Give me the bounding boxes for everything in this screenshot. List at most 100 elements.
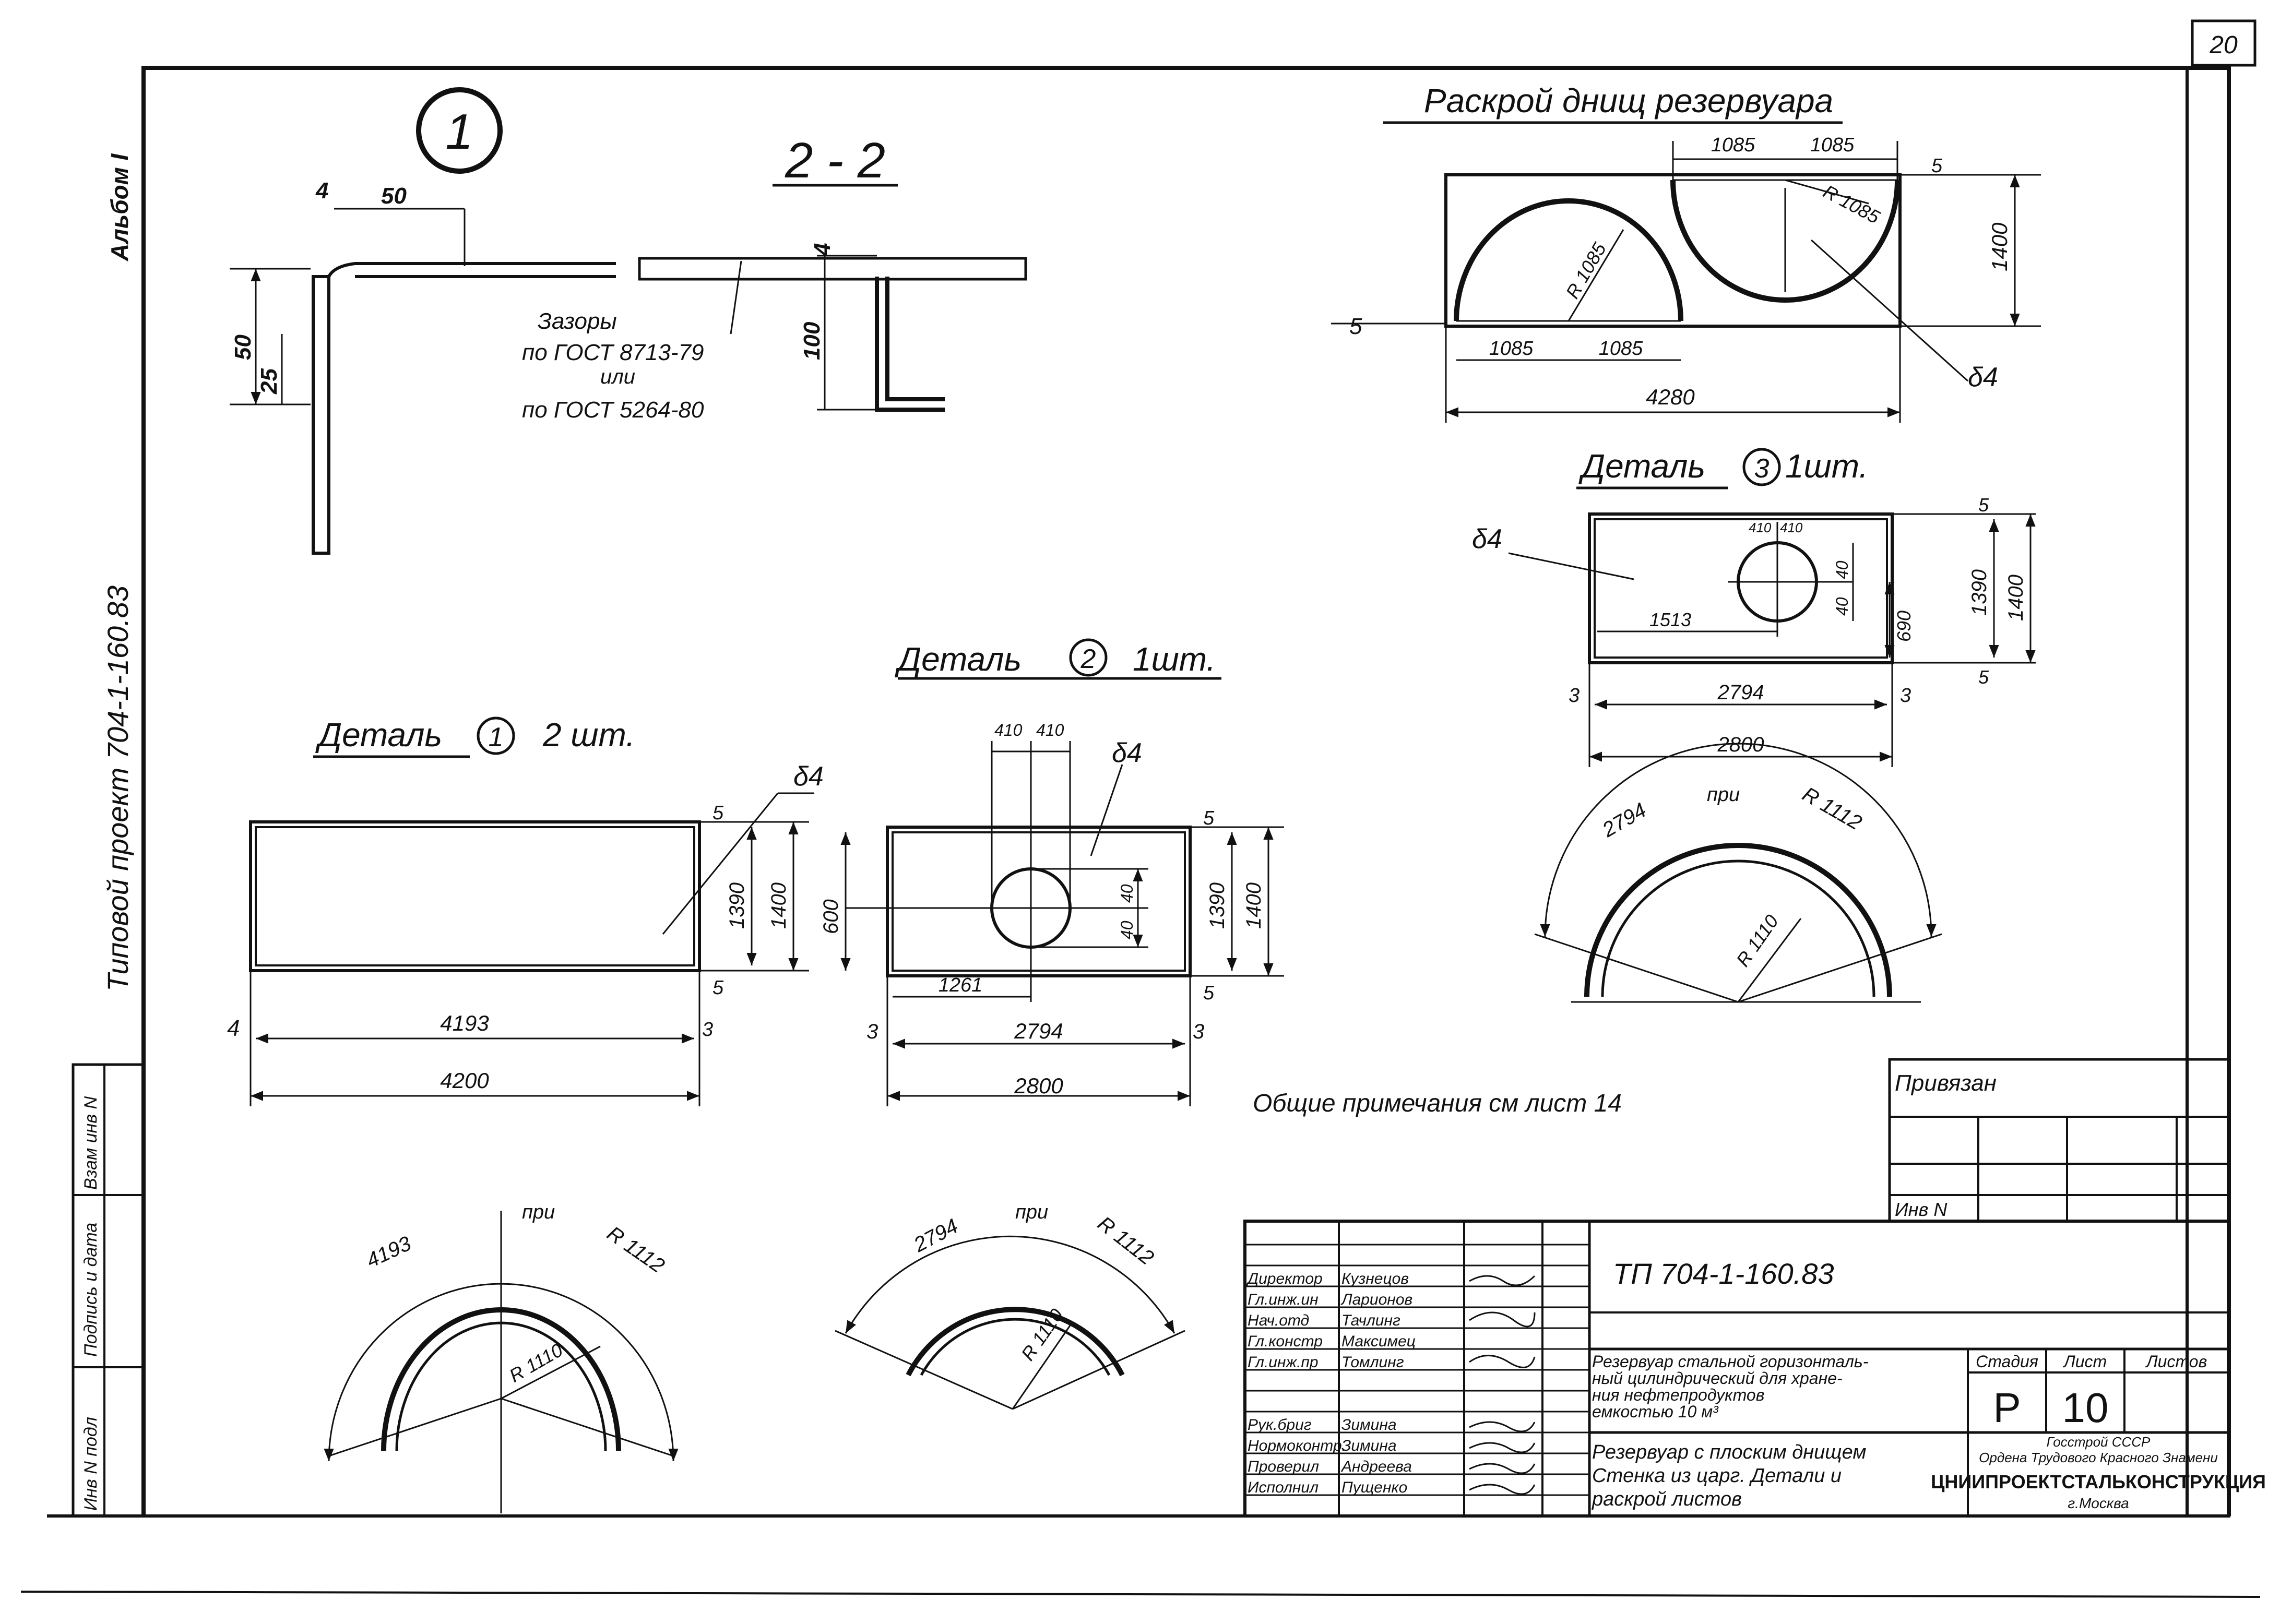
detail2-dim-2794: 2794 (1014, 1019, 1063, 1043)
role-1: Гл.инж.ин (1248, 1291, 1319, 1308)
stamp-signature-date: Подпись и дата (81, 1223, 101, 1357)
detail2-dim-edge-right: 3 (1193, 1020, 1204, 1043)
project-label: Типовой проект 704-1-160.83 (101, 586, 134, 992)
dim-4-right: 4 (810, 243, 835, 256)
detail1-dim-gap-bottom: 5 (712, 977, 724, 999)
header-stage: Стадия (1976, 1352, 2038, 1371)
cut-dim-bottom-1: 1085 (1489, 338, 1534, 360)
sheet-number: 20 (2209, 31, 2238, 59)
cut-dim-top-1: 1085 (1711, 134, 1755, 156)
arc1-chord: 4193 (363, 1232, 414, 1272)
detail1-dim-edge-right: 3 (702, 1019, 713, 1041)
cut-dim-gap-top: 5 (1931, 155, 1943, 177)
dim-4-left: 4 (315, 178, 328, 204)
arc-detail-2: 2794 при R 1112 R 1110 (835, 1201, 1185, 1410)
stamp-inv-podl: Инв N подл (81, 1417, 101, 1511)
name-0: Кузнецов (1341, 1270, 1409, 1287)
description-line-1: Резервуар стальной горизонталь- (1592, 1352, 1868, 1371)
name-2: Тачлинг (1341, 1312, 1400, 1329)
arc3-chord: 2794 (1598, 798, 1650, 842)
detail1-dim-1400: 1400 (767, 882, 790, 929)
binding-title: Привязан (1895, 1070, 1997, 1096)
detail1-dim-4193: 4193 (440, 1011, 489, 1035)
margin-stamp: Инв N подл Подпись и дата Взам инв N (72, 1063, 145, 1518)
detail3-dim-1390: 1390 (1968, 569, 1991, 616)
cut-dim-gap-left: 5 (1349, 314, 1362, 339)
detail2-number: 2 (1080, 644, 1096, 674)
description-line-3: ния нефтепродуктов (1592, 1386, 1764, 1404)
cut-dim-radius-right: R 1085 (1820, 181, 1884, 228)
role-5: Рук.бриг (1248, 1416, 1312, 1434)
name-8: Пущенко (1341, 1479, 1407, 1496)
section-2-2: 2 - 2 4 50 50 25 4 100 Зазоры по ГОСТ 87… (230, 133, 1027, 555)
detail3-dim-690: 690 (1893, 611, 1915, 642)
role-0: Директор (1246, 1270, 1323, 1287)
org-line-3: ЦНИИПРОЕКТСТАЛЬКОНСТРУКЦИЯ (1931, 1471, 2266, 1492)
sheet-title-line-3: раскрой листов (1592, 1488, 1742, 1510)
stamp-replace-inv: Взам инв N (81, 1096, 101, 1190)
detail-3: Деталь 3 1шт. δ4 410 410 40 40 1513 690 … (1472, 447, 2036, 767)
detail2-dim-410-b: 410 (1036, 721, 1064, 739)
callout-circle-1 (416, 87, 503, 174)
detail3-dim-2794: 2794 (1717, 681, 1764, 704)
dim-25: 25 (256, 368, 282, 395)
detail2-dim-gap-top: 5 (1203, 807, 1215, 829)
detail2-dim-40-b: 40 (1118, 884, 1136, 903)
org-line-4: г.Москва (2068, 1495, 2129, 1511)
cut-thickness: δ4 (1968, 362, 1998, 392)
name-4: Томлинг (1341, 1354, 1404, 1371)
arc3-radius-outer: R 1112 (1799, 783, 1866, 835)
detail2-dim-1261: 1261 (939, 974, 983, 996)
header-sheets: Листов (2145, 1352, 2207, 1371)
detail1-dim-1390: 1390 (726, 882, 749, 929)
detail3-qty: 1шт. (1785, 447, 1868, 485)
role-7: Проверил (1248, 1458, 1319, 1475)
detail3-dim-gap-bottom: 5 (1978, 666, 1989, 688)
arc-detail-1: 4193 при R 1112 R 1110 (324, 1201, 679, 1513)
detail3-dim-410-a: 410 (1749, 520, 1772, 535)
detail3-dim-gap-top: 5 (1978, 494, 1989, 516)
detail3-dim-1513: 1513 (1649, 609, 1691, 630)
binding-inv: Инв N (1895, 1199, 1948, 1220)
name-6: Зимина (1341, 1437, 1397, 1454)
detail1-dim-4200: 4200 (440, 1068, 489, 1093)
role-6: Нормоконтр. (1248, 1437, 1346, 1454)
arc3-radius-inner: R 1110 (1732, 911, 1783, 970)
detail3-thickness: δ4 (1472, 524, 1502, 554)
arc-detail-3: 2794 при R 1112 R 1110 (1534, 743, 1942, 1003)
detail2-qty: 1шт. (1133, 640, 1216, 678)
stage-value: Р (1993, 1384, 2021, 1431)
sheet-title-line-1: Резервуар с плоским днищем (1592, 1441, 1866, 1463)
description-line-2: ный цилиндрический для хране- (1592, 1369, 1843, 1388)
detail2-dim-1400: 1400 (1242, 882, 1265, 929)
detail1-dim-gap-top: 5 (712, 802, 724, 824)
detail3-dim-410-b: 410 (1780, 520, 1803, 535)
cut-dim-top-2: 1085 (1810, 134, 1855, 156)
signatures (1469, 1275, 1536, 1495)
sheet-frame (20, 19, 2261, 1598)
org-line-1: Госстрой СССР (2047, 1434, 2151, 1450)
arc1-at: при (522, 1201, 555, 1223)
sheet-value: 10 (2062, 1384, 2109, 1431)
binding-box: Привязан Инв N (1888, 1058, 2230, 1223)
name-7: Андреева (1340, 1458, 1412, 1475)
name-1: Ларионов (1340, 1291, 1412, 1308)
cut-dim-bottom-2: 1085 (1599, 338, 1643, 360)
bottom-cut-title: Раскрой днищ резервуара (1424, 82, 1833, 120)
dim-50-vertical: 50 (230, 335, 256, 360)
arc1-radius-outer: R 1112 (603, 1222, 669, 1277)
album-label: Альбом I (106, 153, 133, 261)
detail1-dim-edge-left: 4 (227, 1016, 240, 1041)
arc2-chord: 2794 (910, 1214, 962, 1257)
org-line-2: Ордена Трудового Красного Знамени (1979, 1450, 2218, 1465)
detail2-dim-edge-left: 3 (866, 1020, 878, 1043)
gap-note-line-1: Зазоры (538, 308, 617, 334)
detail1-title-word: Деталь (315, 716, 442, 754)
role-2: Нач.отд (1248, 1312, 1309, 1329)
detail2-dim-40-a: 40 (1118, 921, 1136, 939)
general-notes: Общие примечания см лист 14 (1253, 1090, 1622, 1117)
arc3-at: при (1707, 784, 1740, 806)
detail2-dim-410-a: 410 (994, 721, 1023, 739)
detail2-dim-1390: 1390 (1206, 882, 1229, 929)
